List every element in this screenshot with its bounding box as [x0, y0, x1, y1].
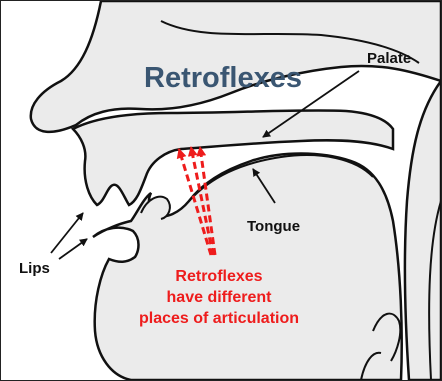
lips-pointer-upper — [51, 213, 83, 253]
lips-label: Lips — [19, 260, 50, 277]
lips-pointer-lower — [59, 239, 87, 259]
note-line-2: have different — [167, 289, 273, 306]
note-line-1: Retroflexes — [175, 268, 262, 285]
diagram-title: Retroflexes — [144, 62, 302, 94]
note-line-3: places of articulation — [139, 310, 299, 327]
tongue-label: Tongue — [247, 218, 300, 235]
palate-label: Palate — [367, 50, 411, 67]
